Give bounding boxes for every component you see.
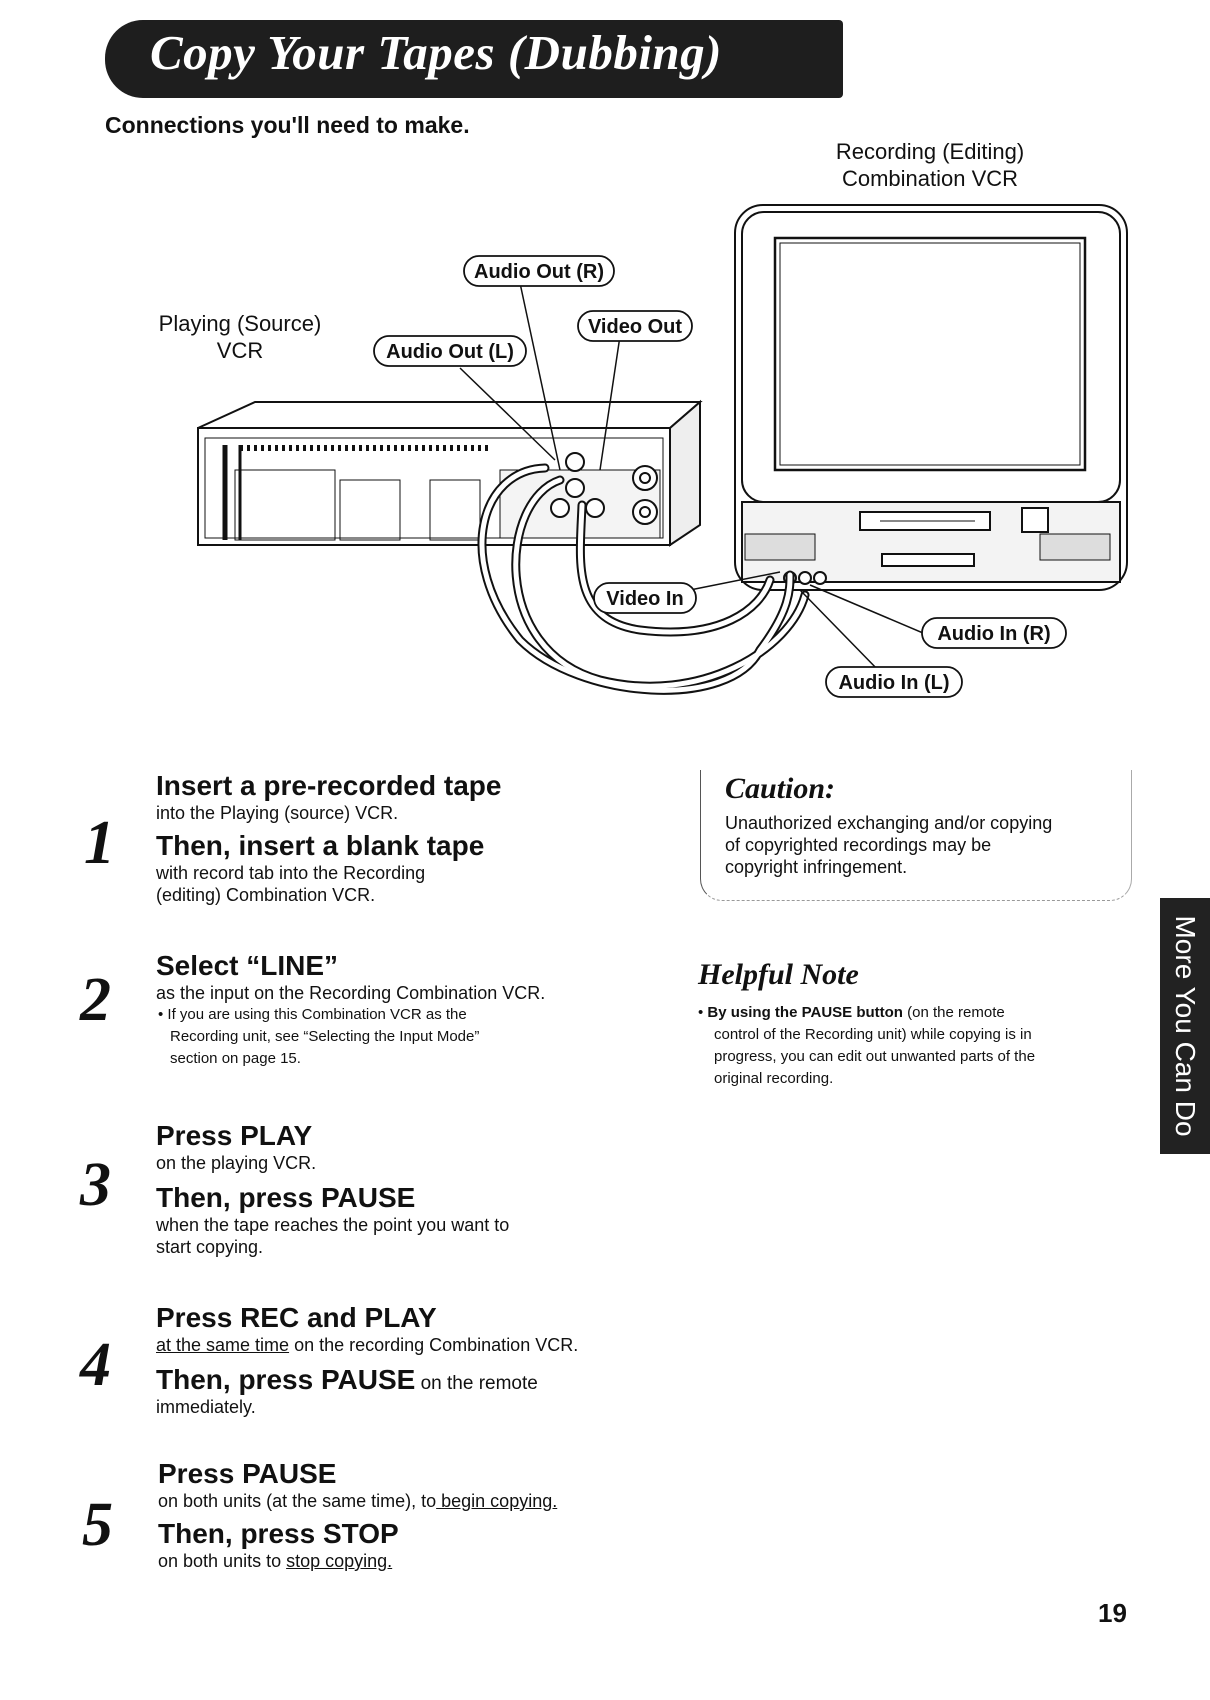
section-side-tab-label: More You Can Do: [1170, 915, 1201, 1137]
page-title: Copy Your Tapes (Dubbing): [150, 25, 723, 80]
audio-out-r-label: Audio Out (R): [474, 261, 604, 283]
step-1-heading: Insert a pre-recorded tape: [156, 770, 502, 801]
step-4: Press REC and PLAY at the same time on t…: [156, 1302, 579, 1417]
combination-vcr-illustration: [734, 204, 1128, 591]
caution-box: [700, 770, 1132, 901]
helpful-note-text: • By using the PAUSE button (on the remo…: [698, 1004, 1036, 1087]
video-in-label: Video In: [606, 588, 683, 610]
recording-vcr-label: Recording (Editing) Combination VCR: [835, 139, 1025, 191]
step-2-heading: Select “LINE”: [156, 950, 339, 981]
audio-in-l-label: Audio In (L): [838, 672, 949, 694]
page-number: 19: [1098, 1598, 1127, 1628]
audio-in-r-label: Audio In (R): [937, 623, 1050, 645]
playing-vcr-illustration: [197, 399, 703, 547]
step-2-bullet: • If you are using this Combination VCR …: [158, 1006, 467, 1023]
leader-lines: [459, 282, 931, 673]
step-2-number: 2: [80, 966, 111, 1034]
step-5: Press PAUSE on both units (at the same t…: [158, 1458, 558, 1571]
step-3-heading: Press PLAY: [156, 1120, 313, 1151]
step-5-subheading: Then, press STOP: [158, 1518, 399, 1549]
step-4-heading: Press REC and PLAY: [156, 1302, 437, 1333]
caution-title: Caution:: [725, 772, 836, 805]
step-3: Press PLAY on the playing VCR. Then, pre…: [156, 1120, 510, 1257]
section-side-tab: [1160, 898, 1210, 1154]
step-5-number: 5: [82, 1491, 113, 1559]
title-banner: [105, 20, 843, 98]
step-2: Select “LINE” as the input on the Record…: [156, 950, 546, 1067]
connections-subheading: Connections you'll need to make.: [105, 112, 470, 138]
step-1: Insert a pre-recorded tape into the Play…: [156, 770, 502, 905]
connection-diagram: Audio Out (R) Audio Out (L) Video Out Vi…: [197, 204, 1128, 698]
step-3-subheading: Then, press PAUSE: [156, 1182, 416, 1213]
step-1-number: 1: [84, 809, 115, 877]
caution-text: Unauthorized exchanging and/or copying o…: [725, 813, 1053, 877]
step-1-subheading: Then, insert a blank tape: [156, 830, 485, 861]
step-4-number: 4: [80, 1331, 111, 1399]
step-5-heading: Press PAUSE: [158, 1458, 337, 1489]
connector-labels: [373, 255, 1067, 698]
video-out-label: Video Out: [588, 316, 682, 338]
source-vcr-label: Playing (Source) VCR: [158, 311, 322, 363]
helpful-note-title: Helpful Note: [698, 958, 859, 991]
step-3-number: 3: [80, 1151, 111, 1219]
step-4-subheading: Then, press PAUSE on the remote: [156, 1364, 538, 1395]
audio-out-l-label: Audio Out (L): [386, 341, 514, 363]
